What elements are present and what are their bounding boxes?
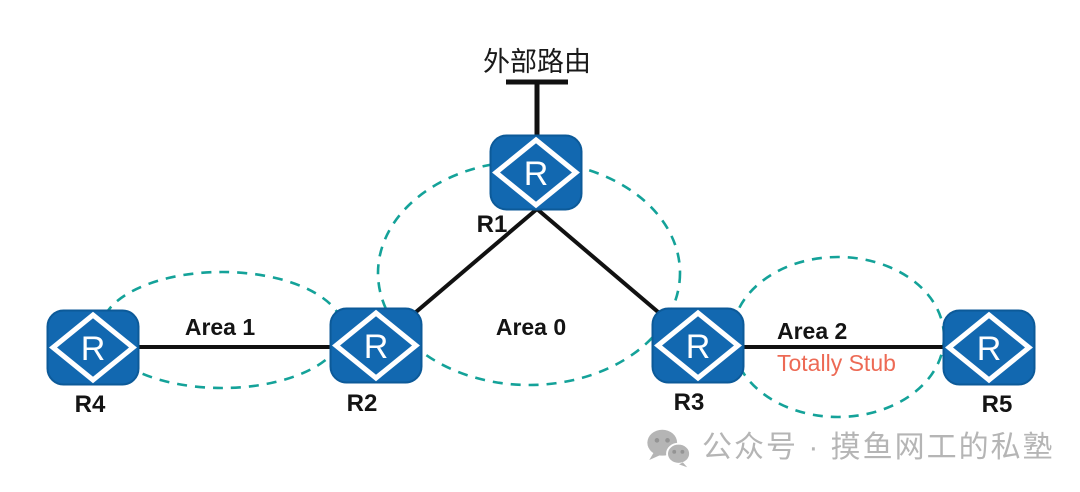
router-icon: R [489,134,583,211]
router-letter: R [524,155,549,193]
router-node-r5: R [942,309,1036,386]
router-label-r2: R2 [346,390,378,417]
area2-label: Area 2 [777,318,848,344]
router-letter: R [686,328,711,366]
router-letter: R [364,328,389,366]
router-node-r3: R [651,307,745,384]
router-label-r1: R1 [476,211,508,238]
router-icon: R [46,309,140,386]
area0-label: Area 0 [495,314,567,340]
external-route-label: 外部路由 [483,47,591,77]
area1-label: Area 1 [184,314,256,340]
router-letter: R [81,330,106,368]
router-icon: R [942,309,1036,386]
router-node-r4: R [46,309,140,386]
router-label-r4: R4 [74,391,106,418]
wechat-icon [647,429,692,468]
watermark: 公众号 · 摸鱼网工的私塾 [644,427,1055,469]
area2-totally-stub-label: Totally Stub [777,350,896,376]
router-letter: R [977,330,1002,368]
router-icon: R [651,307,745,384]
area0-ellipse [376,159,682,387]
router-node-r1: R [489,134,583,211]
router-node-r2: R [329,307,423,384]
router-icon: R [329,307,423,384]
router-label-r3: R3 [673,389,705,416]
router-label-r5: R5 [981,391,1013,418]
watermark-text: 公众号 · 摸鱼网工的私塾 [702,431,1055,464]
